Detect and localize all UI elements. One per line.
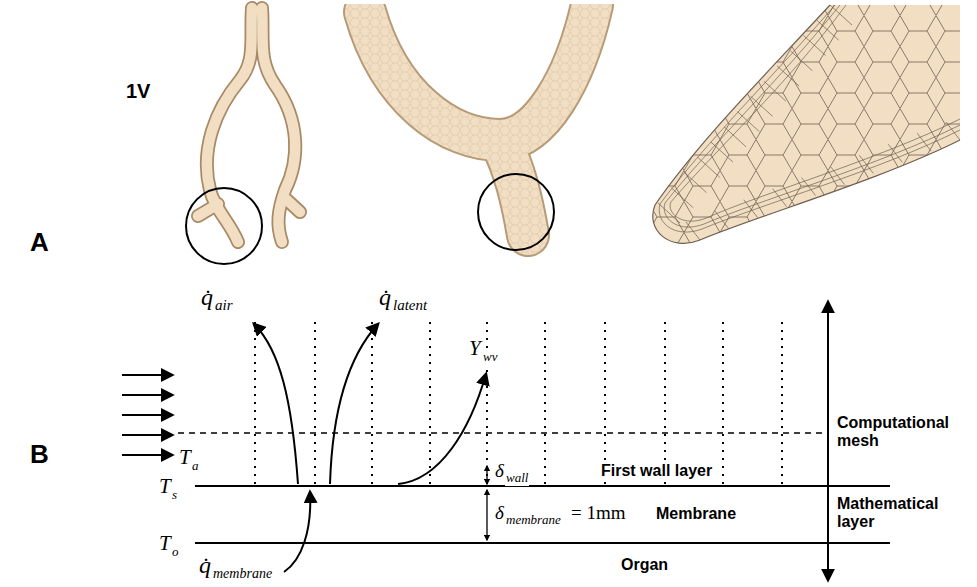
- symbol: Y: [468, 336, 482, 360]
- layer-label: Computational mesh: [837, 414, 972, 451]
- subscript: air: [214, 297, 234, 314]
- symbol: T: [158, 474, 172, 498]
- dimension-value: = 1mm: [570, 502, 627, 524]
- symbol: T: [178, 445, 192, 469]
- zoom-circle: [186, 188, 262, 264]
- symbol: q̇: [198, 552, 212, 580]
- panel-letter: B: [30, 440, 49, 470]
- organ-line: [195, 542, 890, 544]
- symbol: δ: [494, 502, 505, 524]
- layer-label: Mathematical layer: [837, 495, 972, 532]
- subscript: latent: [392, 297, 428, 314]
- symbol: q̇: [378, 284, 392, 312]
- extent-arrow: [827, 302, 829, 580]
- organ-outline: [198, 8, 300, 242]
- flux-arrows: [254, 324, 486, 572]
- subscript: a: [191, 459, 200, 474]
- flow-arrows: [122, 375, 172, 455]
- symbol: δ: [494, 460, 505, 482]
- panel-letter: A: [30, 228, 49, 258]
- mesh-grid-lines: [255, 322, 782, 484]
- subscript: membrane: [212, 566, 273, 582]
- mesh-tip: [653, 5, 960, 243]
- surface-line: [195, 485, 890, 487]
- first-cell-boundary: [178, 432, 822, 434]
- subscript: wv: [482, 350, 498, 365]
- subscript: o: [171, 545, 180, 560]
- dimension-arrow: [486, 466, 487, 484]
- view-label: 1V: [126, 80, 150, 103]
- dimension-arrow: [486, 490, 487, 540]
- zoom-circle: [478, 174, 554, 250]
- layer-label: Organ: [620, 556, 669, 574]
- layer-label: Membrane: [655, 505, 737, 523]
- symbol: q̇: [200, 284, 214, 312]
- layer-label: First wall layer: [600, 462, 713, 480]
- subscript: wall: [505, 471, 529, 486]
- branch-surface-mesh: [365, 5, 592, 235]
- subscript: membrane: [505, 513, 562, 528]
- symbol: T: [158, 531, 172, 555]
- subscript: s: [171, 488, 178, 503]
